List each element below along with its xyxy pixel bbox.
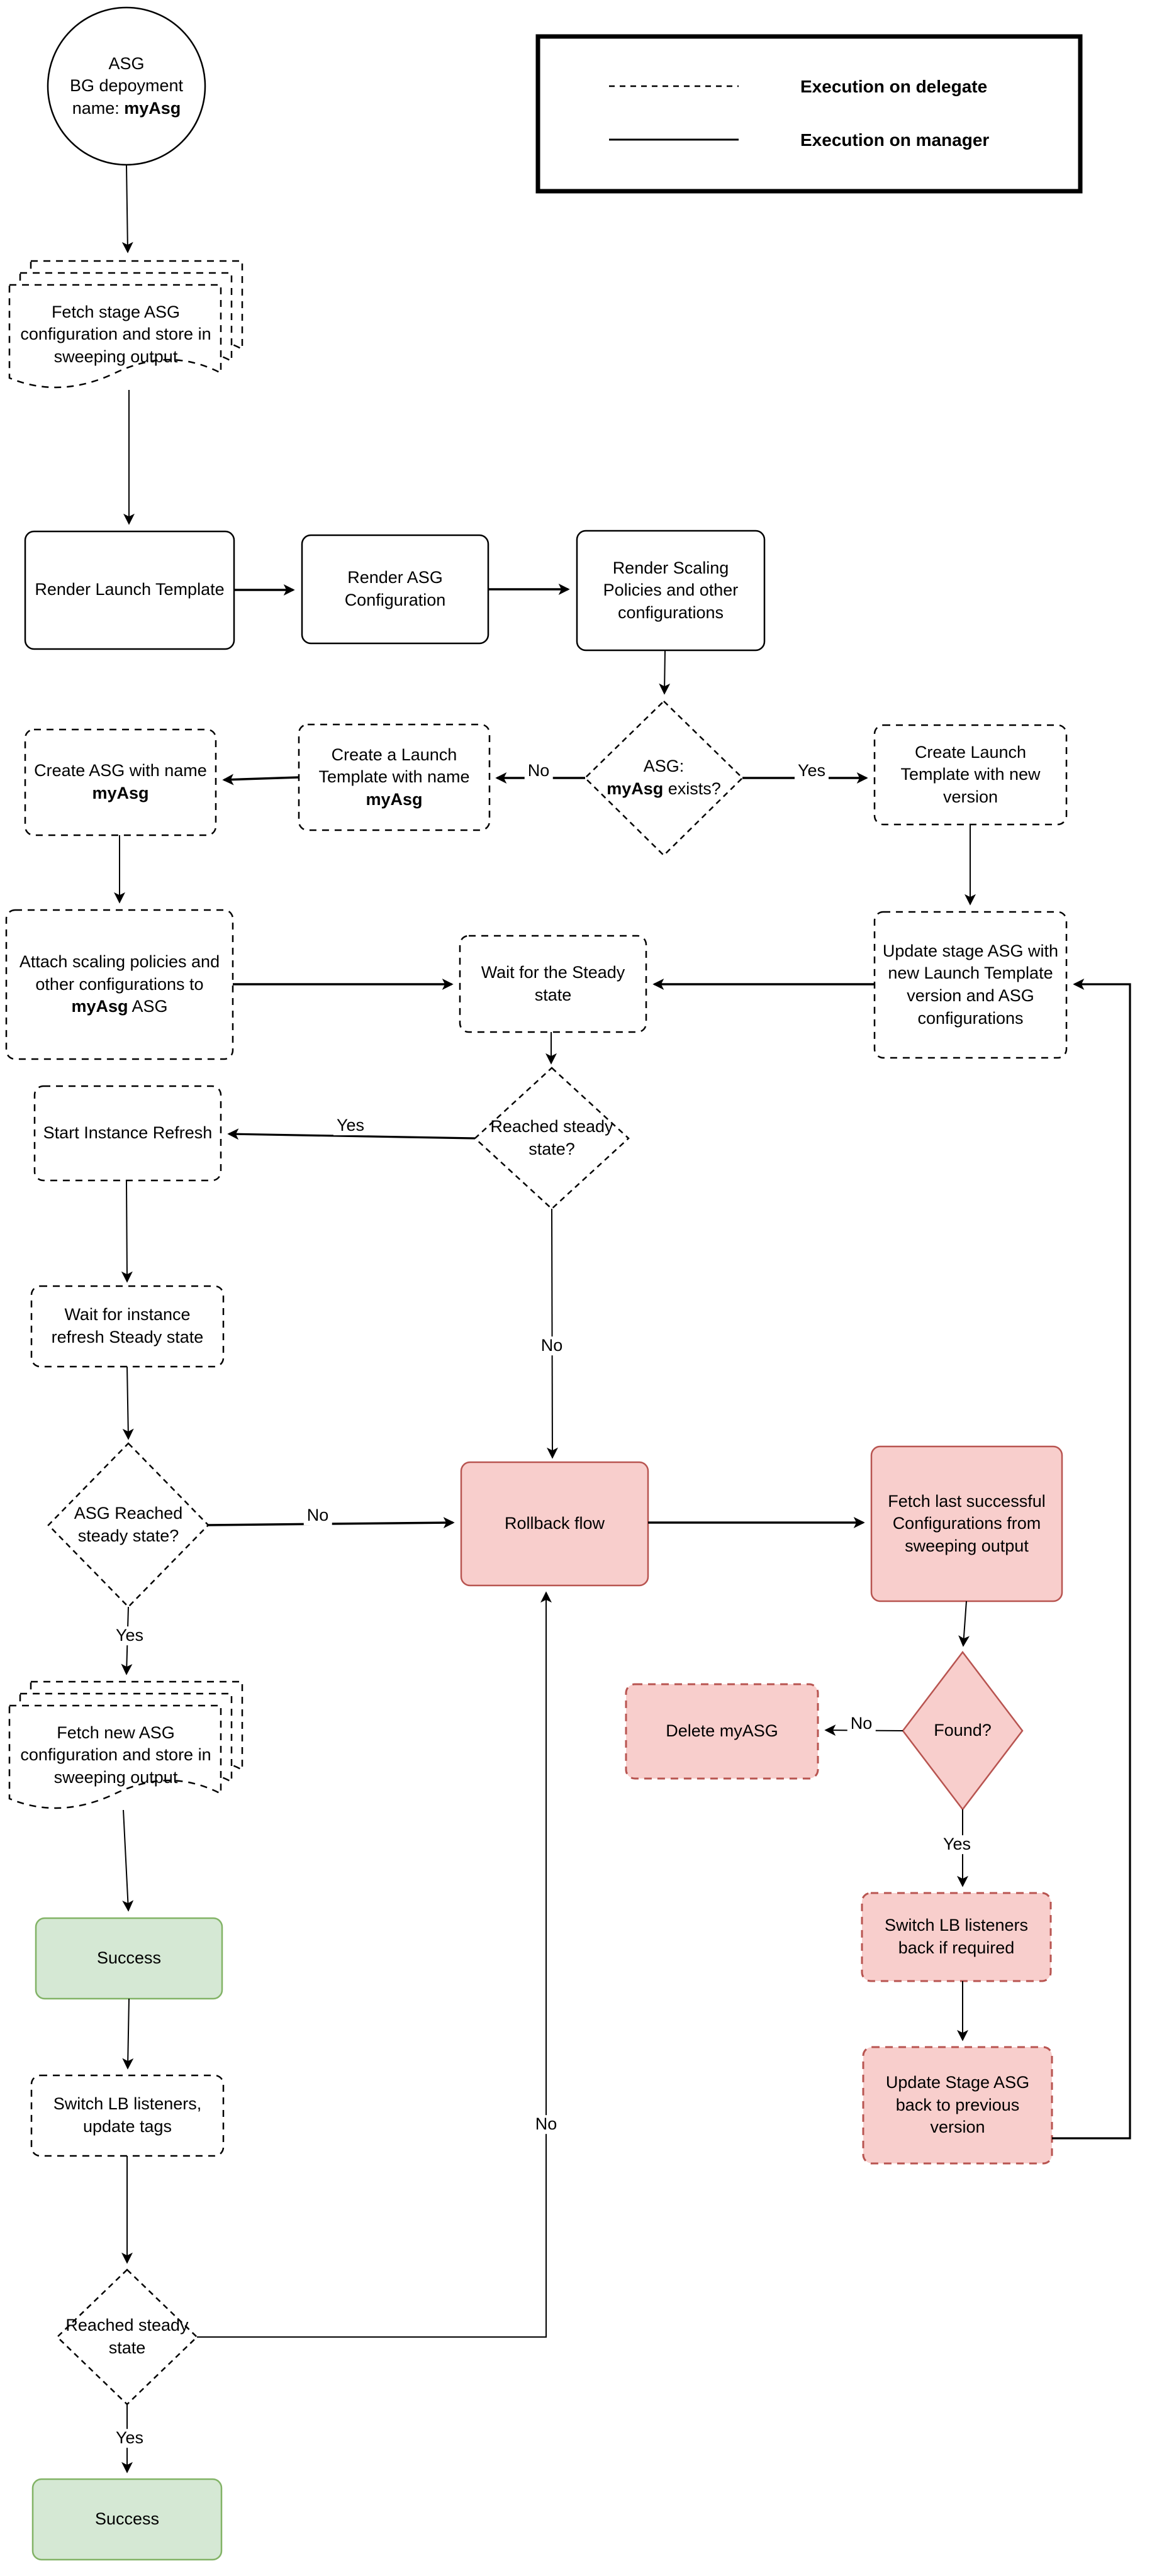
label-create-launch-template-new: Create Launch Template with new version [900,742,1041,806]
label-attach-scaling: Attach scaling policies and other config… [19,952,220,1016]
edge-success-to-switch-lb [122,1998,134,2070]
label-reached-steady-2: Reached steady state [65,2316,189,2357]
edge-label-asg-reached-yes: Yes [112,1626,147,1645]
label-reached-steady-1: Reached steady state? [490,1117,613,1158]
edge-label-asg-exists-no: No [524,761,553,780]
legend-manager-label: Execution on manager [800,130,990,150]
label-found: Found? [934,1721,992,1740]
edge-label-asg-reached-no: No [303,1506,332,1525]
edge-fetch-last-to-found [958,1601,970,1647]
label-delete-myasg: Delete myASG [666,1721,778,1741]
node-fetch-last-successful [870,1445,1063,1602]
label-fetch-new: Fetch new ASG configuration and store in… [20,1723,211,1787]
label-create-asg: Create ASG with name myAsg [34,761,207,802]
multi-document-fetch-new [8,1680,243,1809]
edge-reached-steady-yes [227,1128,476,1140]
label-update-back: Update Stage ASG back to previous versio… [885,2073,1030,2137]
label-wait-refresh: Wait for instance refresh Steady state [51,1305,204,1346]
label-success-1: Success [96,1948,162,1968]
decision-reached-steady-1 [474,1067,630,1210]
edge-start-refresh-to-wait-refresh [121,1180,133,1283]
label-fetch-last: Fetch last successful Configurations fro… [888,1491,1046,1555]
legend-delegate-label: Execution on delegate [800,77,988,96]
start-terminator-circle [47,6,206,166]
edge-label-asg-exists-yes: Yes [794,761,829,780]
edge-update-back-loop-to-update-stage [1052,979,1131,2140]
label-wait-steady: Wait for the Steady state [481,962,625,1004]
edge-create-lt-to-create-asg [222,774,299,786]
edge-start-to-fetch-stage [121,165,133,253]
node-render-scaling-policies [576,530,766,652]
edge-label-reached2-yes: Yes [112,2428,147,2448]
edge-render-scaling-to-asg-exists [659,650,671,695]
edge-label-reached2-no: No [532,2114,561,2134]
edge-label-found-no: No [847,1714,876,1733]
node-create-asg [24,728,217,836]
label-render-launch: Render Launch Template [35,580,225,599]
node-update-stage-asg-back [862,2046,1053,2165]
edge-wait-refresh-to-asg-reached [122,1366,134,1440]
node-wait-steady-state [459,935,647,1033]
multi-document-fetch-stage [8,260,243,389]
label-asg-exists: ASG: myAsg exists? [607,757,721,798]
label-render-scaling: Render Scaling Policies and other config… [603,558,739,622]
label-asg-reached: ASG Reached steady state? [74,1504,183,1545]
node-start-instance-refresh [33,1085,222,1182]
node-switch-lb-listeners [30,2074,225,2157]
node-rollback-flow [460,1461,649,1587]
node-switch-lb-back [861,1892,1052,1982]
node-wait-instance-refresh [30,1285,225,1368]
edge-label-reached-yes: Yes [333,1116,368,1135]
decision-asg-exists [584,700,744,857]
label-rollback: Rollback flow [504,1514,605,1533]
label-switch-lb-back: Switch LB listeners back if required [884,1916,1029,1957]
legend-box [535,34,1083,194]
decision-asg-reached-steady [47,1442,210,1608]
label-update-stage: Update stage ASG with new Launch Templat… [882,941,1059,1028]
start-terminator-label: ASG BG depoyment name: myAsg [69,53,184,118]
node-delete-myasg [625,1683,819,1780]
label-fetch-stage: Fetch stage ASG configuration and store … [20,302,211,366]
edge-label-reached-no: No [537,1336,566,1355]
node-attach-scaling-policies [5,909,234,1060]
edge-reached-steady-2-no-to-rollback [197,1591,552,2338]
label-render-asg: Render ASG Configuration [344,568,446,609]
node-success-2 [31,2478,223,2561]
edge-label-found-yes: Yes [939,1835,975,1854]
label-create-launch-template: Create a Launch Template with name myAsg [318,745,470,809]
edge-fetch-new-to-success [122,1809,134,1912]
label-start-refresh: Start Instance Refresh [43,1123,213,1143]
label-success-2: Success [94,2509,160,2529]
label-switch-lb: Switch LB listeners, update tags [53,2094,202,2136]
